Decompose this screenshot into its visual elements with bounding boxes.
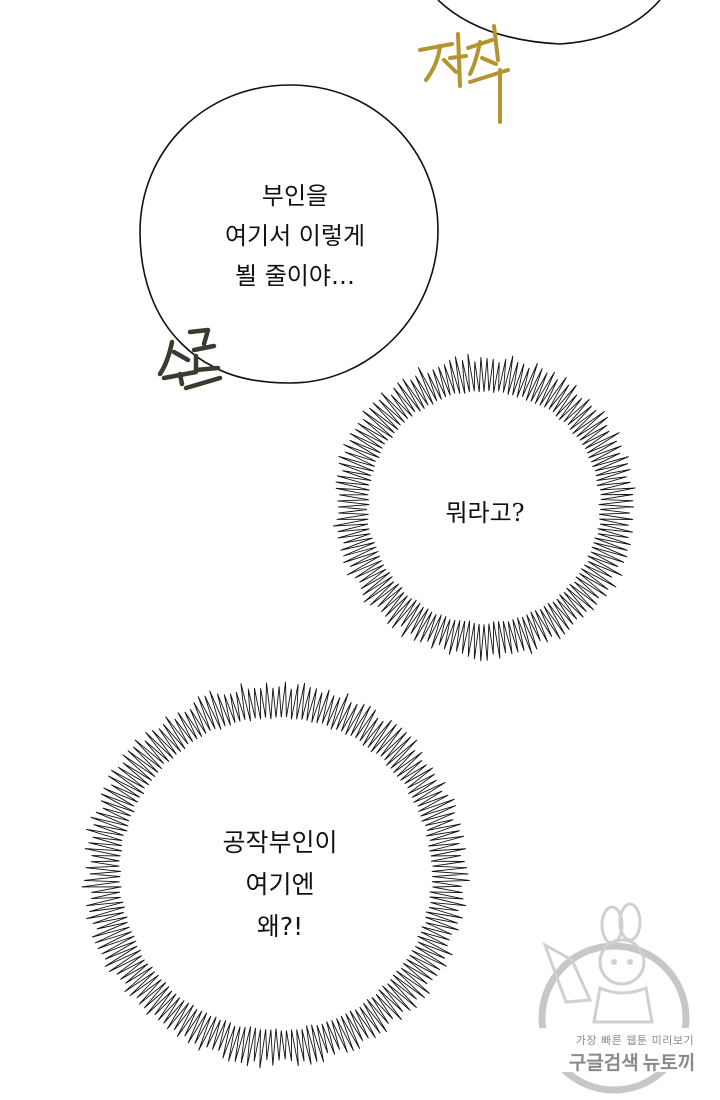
speech-line: 뭐라고?	[445, 499, 525, 527]
speech-line: 뵐 줄이야…	[235, 262, 355, 290]
sfx-nod-lettering	[418, 24, 510, 124]
watermark-site: 뉴토끼	[642, 1052, 696, 1074]
watermark-logo	[538, 902, 694, 1094]
speech-text-2: 뭐라고?	[400, 494, 570, 532]
speech-line: 여기엔	[245, 870, 315, 899]
speech-text-1: 부인을 여기서 이렇게 뵐 줄이야…	[180, 176, 410, 296]
watermark-tagline: 가장 빠른 웹툰 미리보기	[575, 1034, 695, 1047]
speech-text-3: 공작부인이 여기엔 왜?!	[160, 822, 400, 948]
speech-line: 부인을	[261, 182, 329, 210]
burst-bubble-1	[332, 353, 636, 662]
watermark-search: 구글검색	[568, 1052, 639, 1074]
speech-line: 여기서 이렇게	[224, 222, 366, 250]
partial-speech-bubble	[437, 0, 661, 45]
speech-bubble-1	[139, 84, 439, 384]
speech-line: 왜?!	[256, 912, 304, 941]
sfx-whisper-lettering	[157, 327, 223, 391]
speech-line: 공작부인이	[222, 828, 338, 857]
burst-bubble-2	[81, 681, 470, 1069]
